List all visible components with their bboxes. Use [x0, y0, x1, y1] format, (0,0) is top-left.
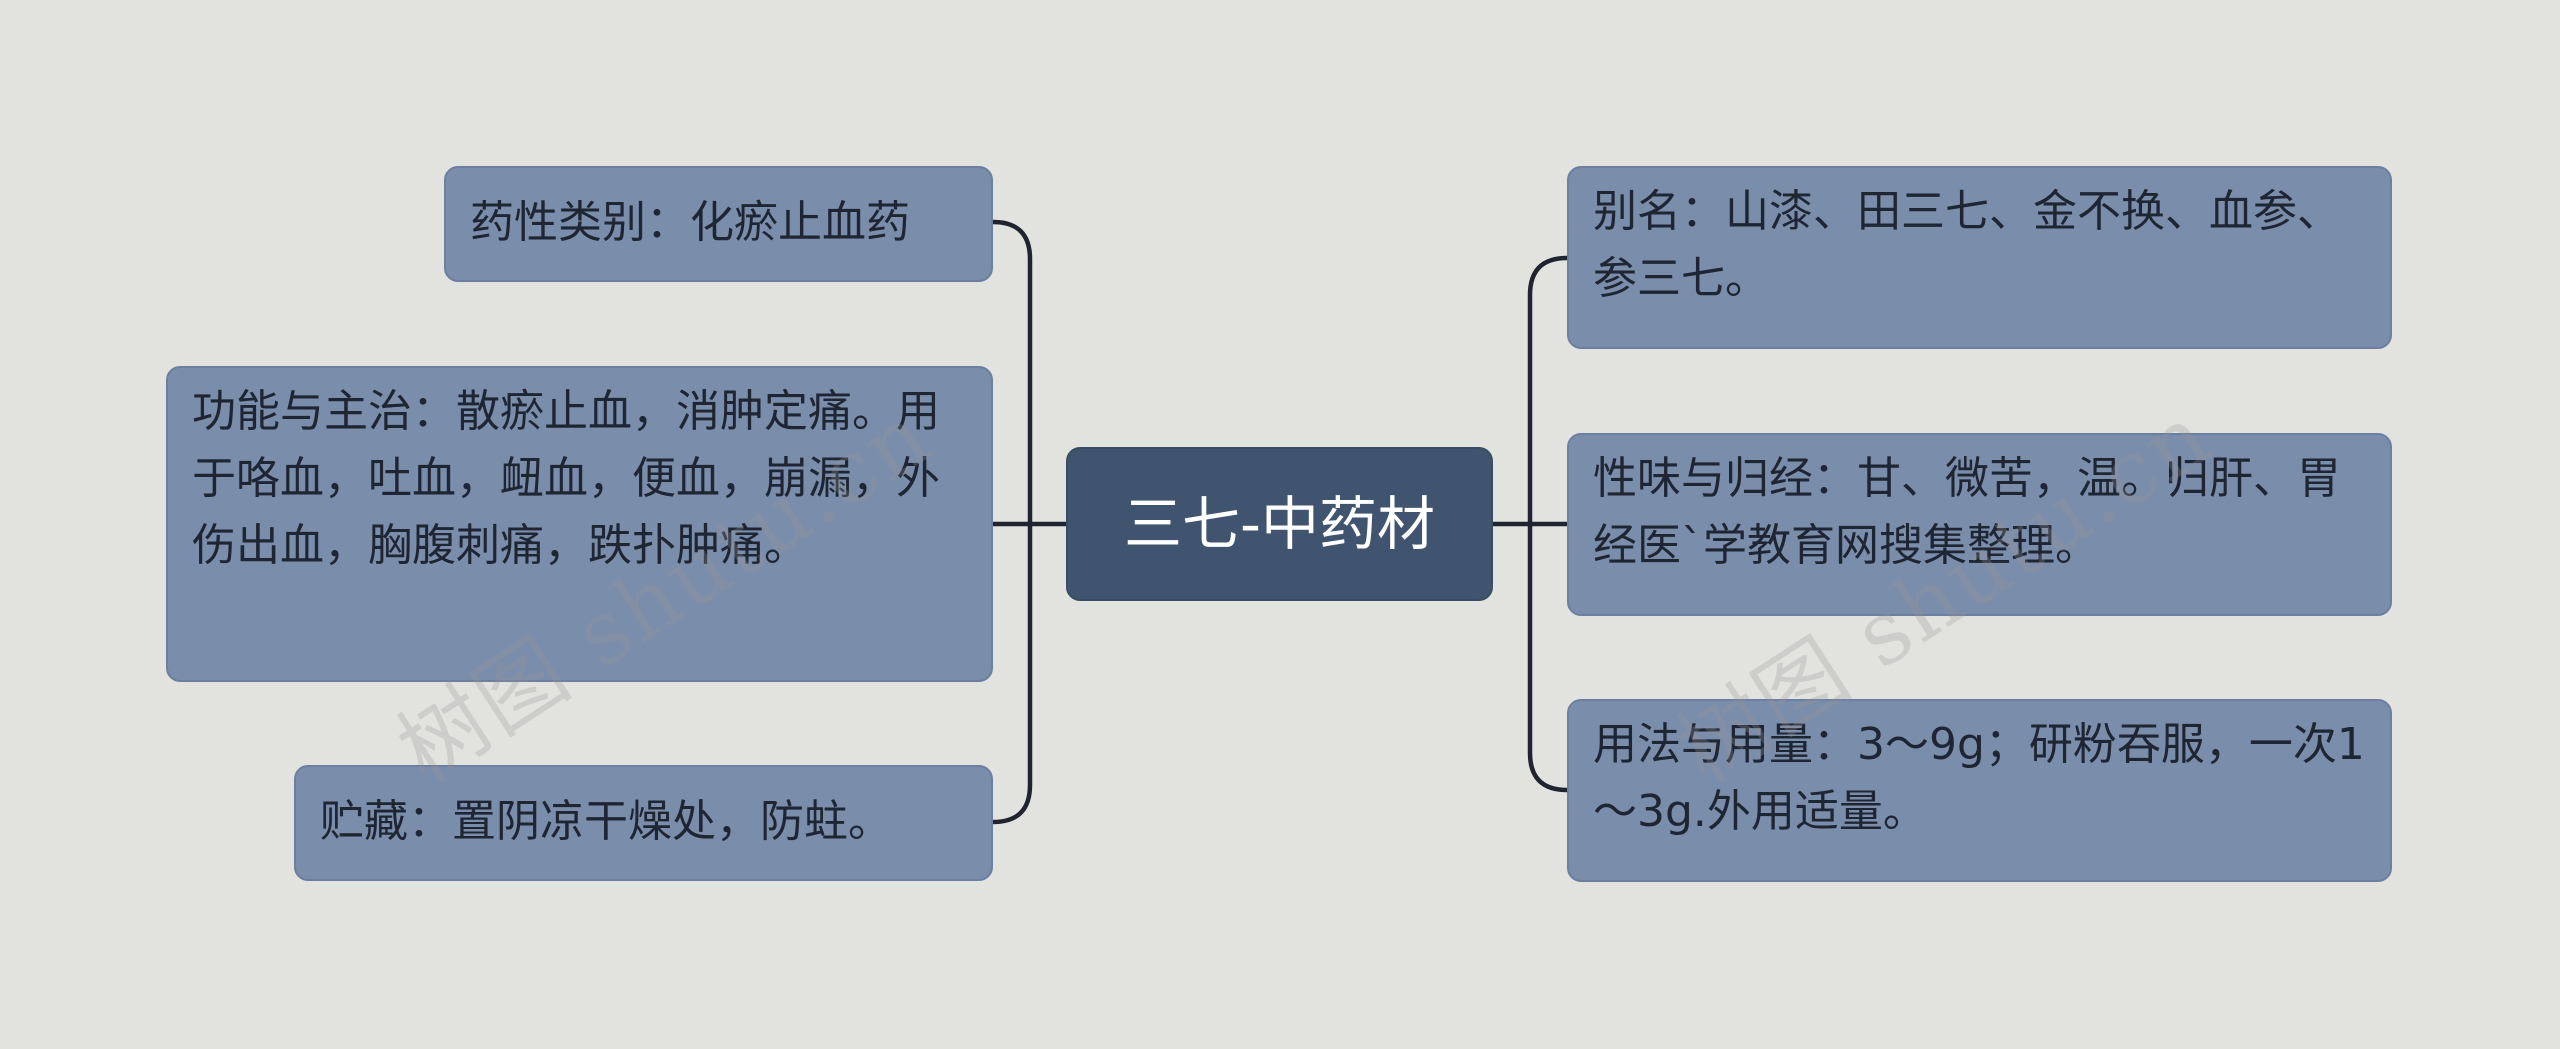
node-taste-meridian[interactable]: 性味与归经：甘、微苦，温。归肝、胃经医`学教育网搜集整理。 [1567, 433, 2392, 616]
node-usage-dosage[interactable]: 用法与用量：3～9g；研粉吞服，一次1～3g.外用适量。 [1567, 699, 2392, 882]
node-storage[interactable]: 贮藏：置阴凉干燥处，防蛀。 [294, 765, 993, 881]
root-node[interactable]: 三七-中药材 [1066, 447, 1493, 601]
node-alias[interactable]: 别名：山漆、田三七、金不换、血参、参三七。 [1567, 166, 2392, 349]
node-functions-indications[interactable]: 功能与主治：散瘀止血，消肿定痛。用于咯血，吐血，衄血，便血，崩漏，外伤出血，胸腹… [166, 366, 993, 682]
node-drug-category[interactable]: 药性类别：化瘀止血药 [444, 166, 993, 282]
